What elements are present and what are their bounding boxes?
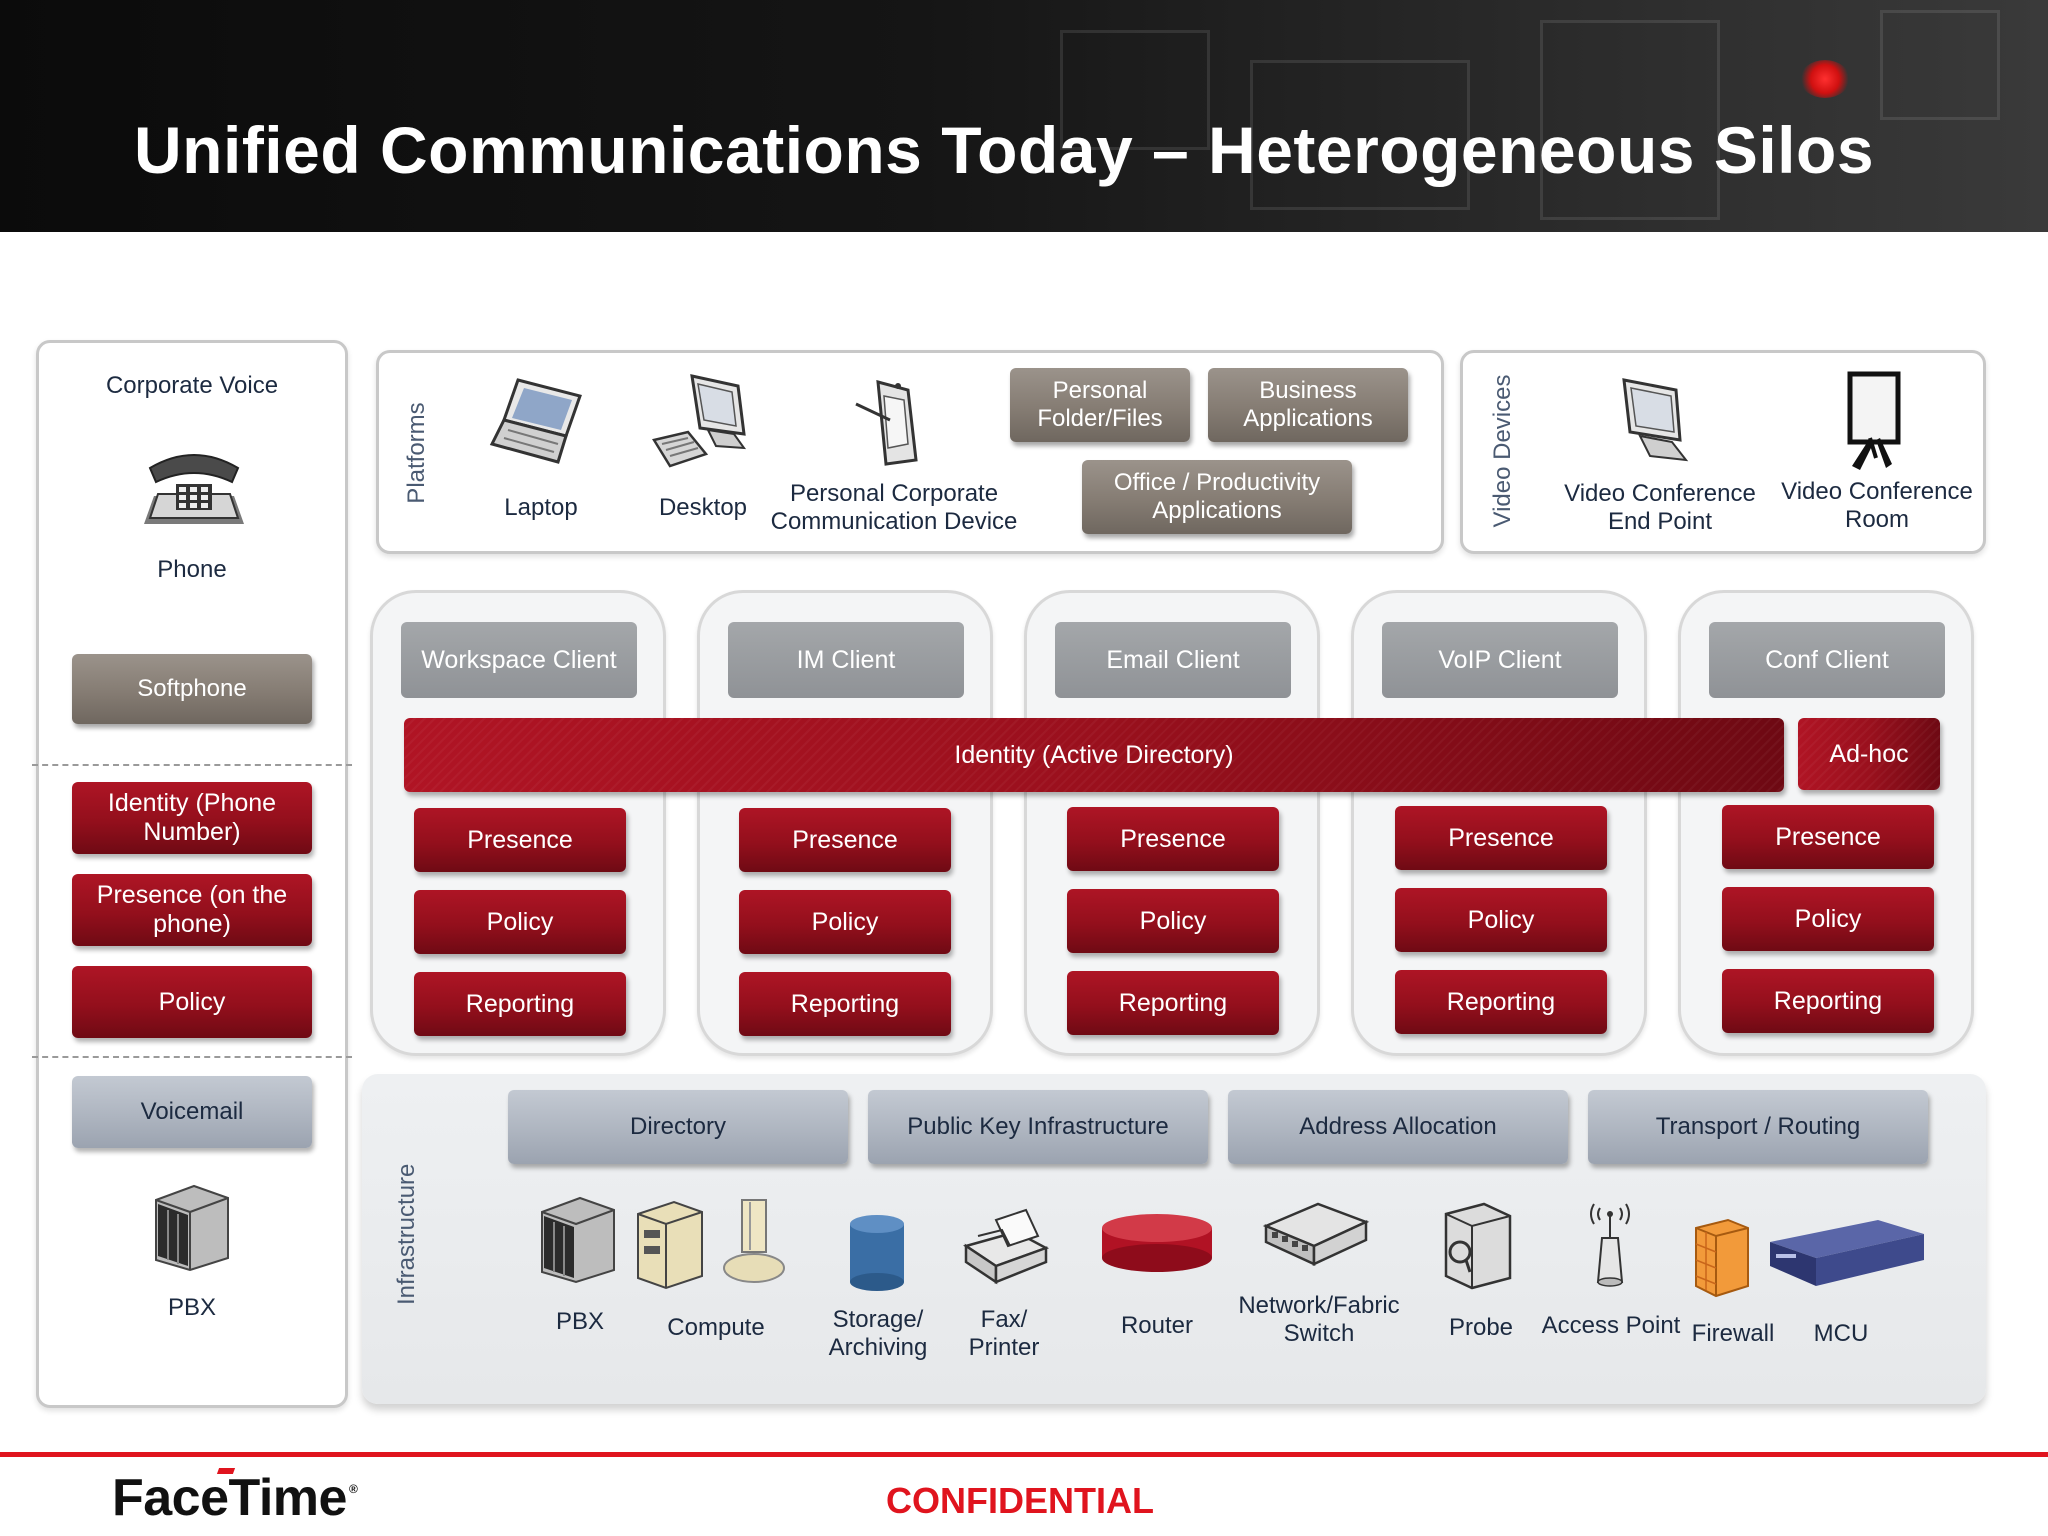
video-endpoint-label: Video Conference End Point	[1564, 480, 1756, 536]
transport-routing-button[interactable]: Transport / Routing	[1588, 1090, 1928, 1164]
platforms-side-label: Platforms	[403, 402, 430, 504]
adhoc-button[interactable]: Ad-hoc	[1798, 718, 1940, 790]
reporting-button[interactable]: Reporting	[1395, 970, 1607, 1034]
registered-mark: ®	[348, 1482, 358, 1496]
corporate-voice-heading: Corporate Voice	[105, 372, 279, 399]
policy-button[interactable]: Policy	[1722, 887, 1934, 951]
probe-label: Probe	[1448, 1314, 1514, 1341]
facetime-logo-text: FaceTime	[112, 1469, 347, 1527]
desktop-label: Desktop	[658, 494, 748, 521]
identity-active-directory-bar[interactable]: Identity (Active Directory)	[404, 718, 1784, 792]
mcu-label: MCU	[1813, 1320, 1869, 1347]
compute-server-icon	[637, 1200, 703, 1290]
red-light	[1800, 60, 1850, 98]
infrastructure-side-label: Infrastructure	[393, 1163, 420, 1305]
pbx-label: PBX	[555, 1308, 605, 1335]
header-banner: Unified Communications Today – Heterogen…	[0, 0, 2048, 232]
softphone-button[interactable]: Softphone	[72, 654, 312, 724]
video-devices-side-label: Video Devices	[1489, 374, 1516, 528]
video-room-icon	[1847, 371, 1901, 470]
probe-icon	[1444, 1202, 1512, 1290]
policy-button[interactable]: Policy	[72, 966, 312, 1038]
policy-button[interactable]: Policy	[739, 890, 951, 954]
im-client-button[interactable]: IM Client	[728, 622, 964, 698]
phone-icon	[144, 454, 244, 524]
reporting-button[interactable]: Reporting	[1722, 969, 1934, 1033]
network-switch-icon	[1262, 1202, 1370, 1266]
firewall-label: Firewall	[1691, 1320, 1775, 1347]
conf-client-button[interactable]: Conf Client	[1709, 622, 1945, 698]
divider	[32, 764, 352, 766]
fax-printer-icon	[963, 1208, 1050, 1285]
network-switch-label: Network/Fabric Switch	[1238, 1292, 1400, 1348]
storage-cylinder-icon	[850, 1215, 904, 1291]
policy-button[interactable]: Policy	[1067, 889, 1279, 953]
address-allocation-button[interactable]: Address Allocation	[1228, 1090, 1568, 1164]
confidential-label: CONFIDENTIAL	[886, 1480, 1154, 1521]
desktop-icon	[652, 374, 747, 468]
decor-square	[1250, 60, 1470, 210]
storage-label: Storage/ Archiving	[828, 1306, 928, 1362]
policy-button[interactable]: Policy	[1395, 888, 1607, 952]
presence-button[interactable]: Presence	[414, 808, 626, 872]
facetime-logo: FaceTime®	[112, 1468, 358, 1528]
pbx-server-icon	[541, 1196, 615, 1284]
video-room-label: Video Conference Room	[1781, 478, 1973, 534]
presence-button[interactable]: Presence	[1722, 805, 1934, 869]
decor-square	[1880, 10, 2000, 120]
pbx-label: PBX	[167, 1294, 217, 1321]
firewall-icon	[1695, 1218, 1749, 1298]
office-productivity-button[interactable]: Office / Productivity Applications	[1082, 460, 1352, 534]
router-label: Router	[1120, 1312, 1194, 1339]
presence-button[interactable]: Presence	[739, 808, 951, 872]
reporting-button[interactable]: Reporting	[414, 972, 626, 1036]
slide-title: Unified Communications Today – Heterogen…	[134, 113, 1875, 187]
pcd-label: Personal Corporate Communication Device	[770, 480, 1018, 536]
laptop-label: Laptop	[504, 494, 578, 521]
compute-label: Compute	[667, 1314, 765, 1341]
workspace-client-button[interactable]: Workspace Client	[401, 622, 637, 698]
reporting-button[interactable]: Reporting	[1067, 971, 1279, 1035]
voip-client-button[interactable]: VoIP Client	[1382, 622, 1618, 698]
video-endpoint-icon	[1622, 378, 1689, 462]
compute-tower-icon	[723, 1199, 785, 1283]
laptop-icon	[489, 378, 582, 464]
decor-square	[1540, 20, 1720, 220]
pki-button[interactable]: Public Key Infrastructure	[868, 1090, 1208, 1164]
identity-phone-number-button[interactable]: Identity (Phone Number)	[72, 782, 312, 854]
phone-label: Phone	[157, 556, 227, 583]
presence-button[interactable]: Presence	[1395, 806, 1607, 870]
presence-button[interactable]: Presence	[1067, 807, 1279, 871]
router-icon	[1102, 1214, 1212, 1272]
access-point-icon	[1590, 1203, 1630, 1287]
policy-button[interactable]: Policy	[414, 890, 626, 954]
logo-accent	[216, 1468, 236, 1474]
email-client-button[interactable]: Email Client	[1055, 622, 1291, 698]
divider	[32, 1056, 352, 1058]
business-applications-button[interactable]: Business Applications	[1208, 368, 1408, 442]
personal-folder-button[interactable]: Personal Folder/Files	[1010, 368, 1190, 442]
fax-printer-label: Fax/ Printer	[968, 1306, 1040, 1362]
decor-square	[1060, 30, 1210, 150]
footer-divider	[0, 1452, 2048, 1457]
mcu-icon	[1770, 1220, 1924, 1286]
access-point-label: Access Point	[1541, 1312, 1681, 1339]
pbx-server-icon	[155, 1184, 229, 1272]
voicemail-button[interactable]: Voicemail	[72, 1076, 312, 1148]
presence-on-phone-button[interactable]: Presence (on the phone)	[72, 874, 312, 946]
mobile-device-icon	[855, 379, 918, 466]
directory-button[interactable]: Directory	[508, 1090, 848, 1164]
reporting-button[interactable]: Reporting	[739, 972, 951, 1036]
